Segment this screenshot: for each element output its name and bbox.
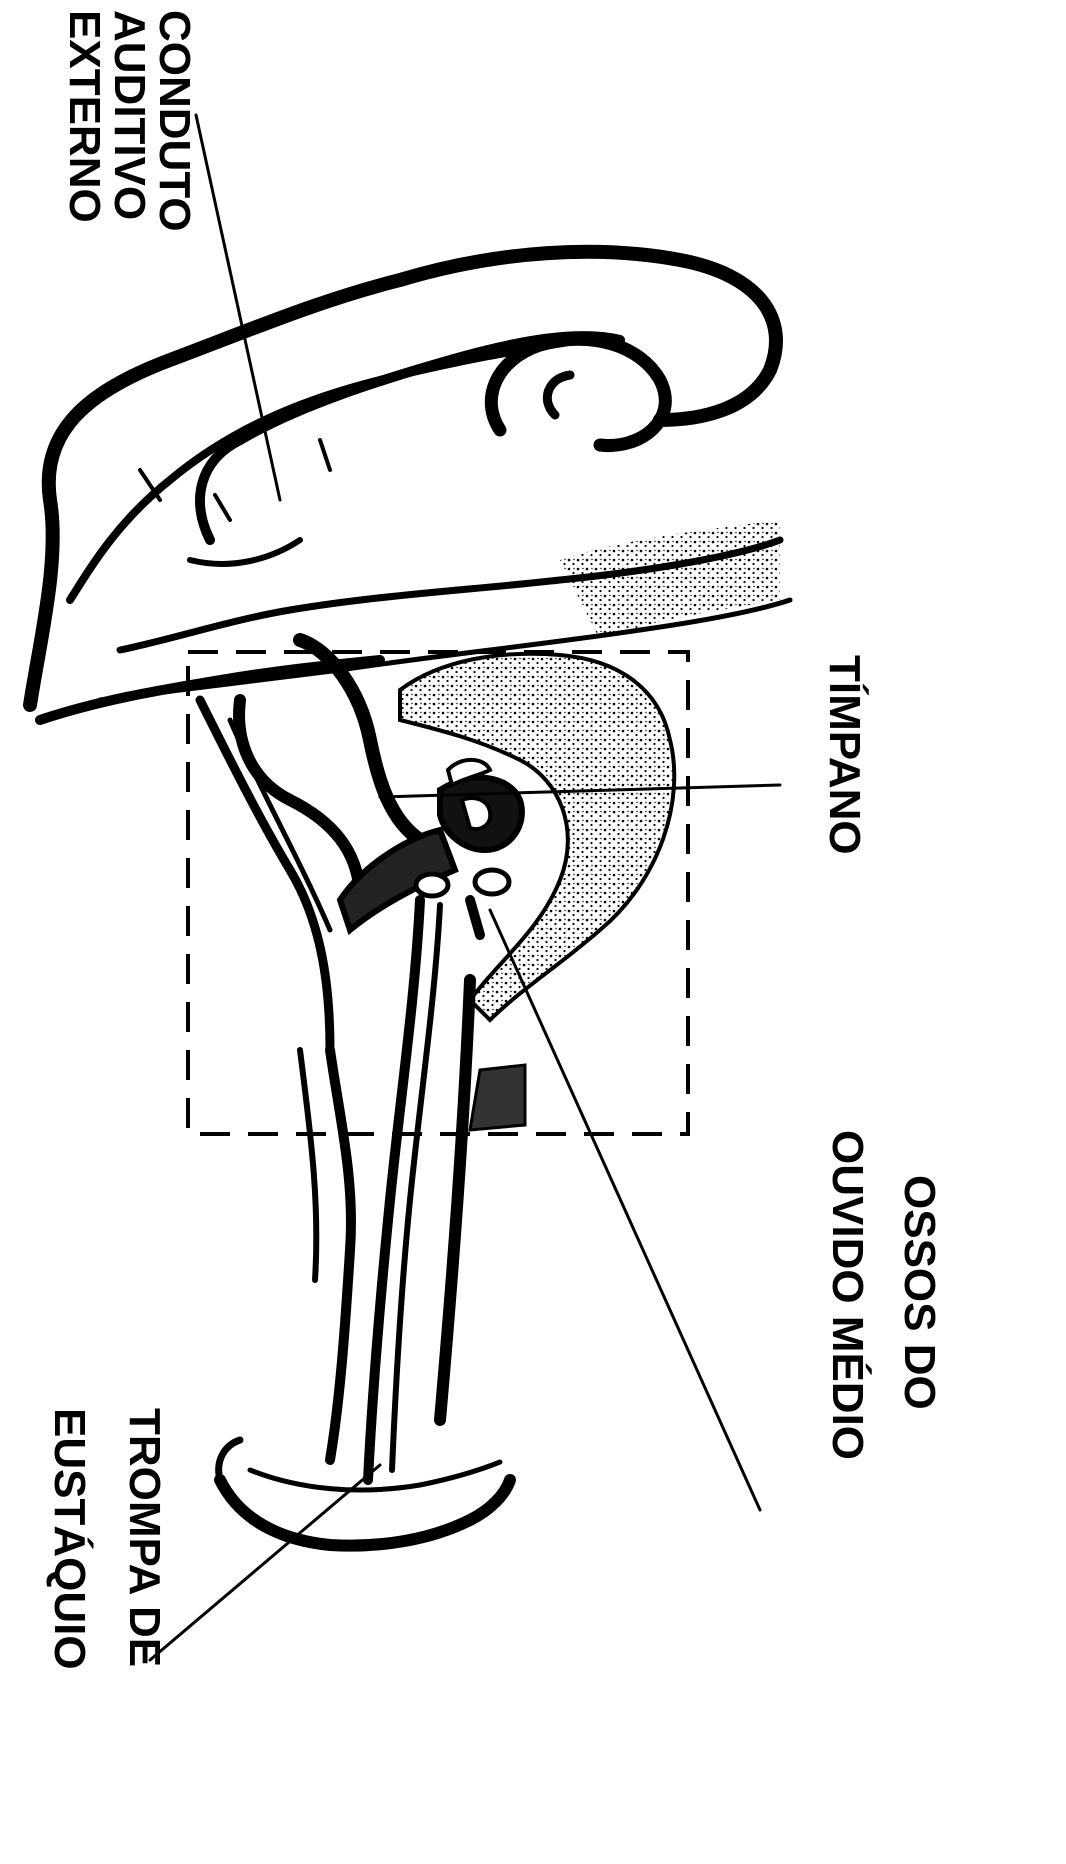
label-eustachian-tube: TROMPA DE EUSTÁQUIO <box>45 1408 169 1670</box>
leader-line-ossicles <box>490 910 760 1510</box>
outer-ear-drawing <box>30 252 790 705</box>
label-eustachian-tube-line1: TROMPA DE <box>120 1408 169 1667</box>
leader-line-eustachian-tube <box>150 1465 380 1660</box>
leader-lines <box>150 115 780 1660</box>
label-external-canal-line2: AUDITIVO <box>105 10 154 220</box>
label-eustachian-tube-line2: EUSTÁQUIO <box>45 1408 95 1670</box>
label-eardrum: TÍMPANO <box>820 655 870 855</box>
label-external-canal-line1: CONDUTO <box>150 10 199 232</box>
label-external-canal-line3: EXTERNO <box>60 10 109 223</box>
label-external-canal: CONDUTO AUDITIVO EXTERNO <box>60 10 199 232</box>
label-ossicles-line2: OUVIDO MÉDIO <box>823 1130 873 1460</box>
label-ossicles-line1: OSSOS DO <box>895 1175 944 1410</box>
label-eardrum-line1: TÍMPANO <box>820 655 870 855</box>
label-ossicles: OSSOS DO OUVIDO MÉDIO <box>823 1130 944 1460</box>
